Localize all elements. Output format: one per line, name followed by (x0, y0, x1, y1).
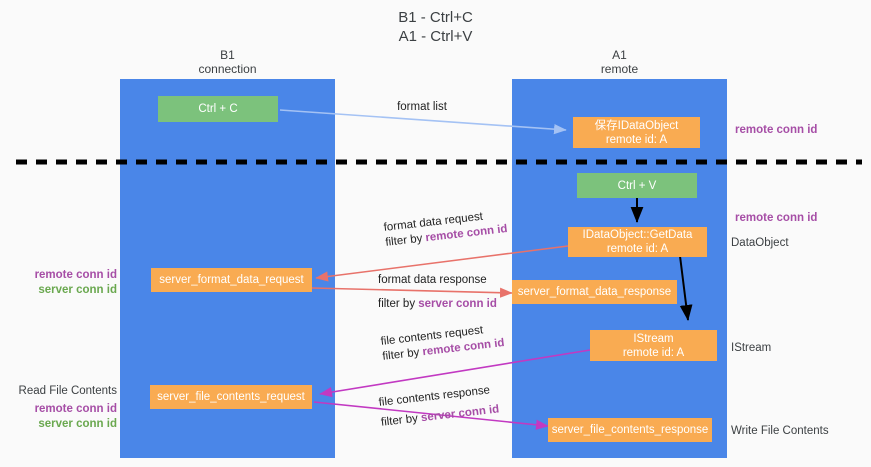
diagram-title: B1 - Ctrl+C A1 - Ctrl+V (0, 8, 871, 46)
title-line-2: A1 - Ctrl+V (398, 28, 473, 45)
node-save-idataobject-line2: remote id: A (605, 133, 668, 146)
node-idataobject-getdata[interactable]: IDataObject::GetData remote id: A (568, 227, 707, 257)
node-istream[interactable]: IStream remote id: A (590, 330, 717, 361)
flow-label-file-contents-response: file contents response filter by server … (378, 384, 500, 431)
flow-label-format-list: format list (362, 100, 482, 115)
flow-label-format-list-text: format list (397, 101, 447, 113)
flow-label-file-contents-request: file contents request filter by remote c… (380, 324, 505, 365)
node-server-format-data-response-label: server_format_data_response (517, 286, 672, 298)
node-server-file-contents-response-label: server_file_contents_response (551, 424, 709, 436)
flow-label-format-data-response-text: format data response (378, 274, 487, 286)
column-header-b1: B1 connection (120, 48, 335, 76)
node-server-format-data-response[interactable]: server_format_data_response (512, 280, 677, 304)
column-header-b1-role: connection (198, 62, 257, 76)
node-ctrl-v[interactable]: Ctrl + V (577, 173, 697, 198)
node-save-idataobject[interactable]: 保存IDataObject remote id: A (573, 117, 700, 148)
node-idataobject-getdata-line1: IDataObject::GetData (582, 229, 693, 241)
node-istream-line2: remote id: A (622, 346, 685, 359)
annotation-read-file-contents: Read File Contents (18, 385, 117, 397)
title-line-1: B1 - Ctrl+C (398, 9, 473, 26)
column-header-a1: A1 remote (512, 48, 727, 76)
column-header-b1-name: B1 (220, 48, 235, 62)
node-server-format-data-request-label: server_format_data_request (159, 274, 304, 286)
key-server-conn-id-2: server conn id (420, 403, 500, 425)
flow-label-format-data-response: format data response filter by server co… (378, 273, 497, 312)
node-server-file-contents-request[interactable]: server_file_contents_request (150, 385, 312, 409)
node-save-idataobject-line1: 保存IDataObject (594, 119, 679, 132)
node-ctrl-c[interactable]: Ctrl + C (158, 96, 278, 122)
annotation-left-remote-conn-id-2: remote conn id (34, 403, 117, 415)
node-ctrl-c-label: Ctrl + C (198, 103, 238, 115)
annotation-left-conn-ids: remote conn id server conn id (0, 268, 117, 298)
annotation-left-remote-conn-id: remote conn id (34, 269, 117, 281)
node-server-format-data-request[interactable]: server_format_data_request (151, 268, 312, 292)
annotation-remote-conn-id-mid: remote conn id (735, 212, 818, 224)
flow-label-format-data-response-filter: filter by server conn id (378, 298, 497, 310)
annotation-left-server-conn-id-2: server conn id (38, 418, 117, 430)
node-server-file-contents-request-label: server_file_contents_request (157, 391, 305, 403)
annotation-write-file-contents: Write File Contents (731, 425, 829, 437)
key-server-conn-id: server conn id (418, 298, 497, 310)
annotation-left-conn-ids-2: remote conn id server conn id (0, 402, 117, 432)
flow-label-format-data-request: format data request filter by remote con… (383, 211, 508, 251)
annotation-left-server-conn-id: server conn id (38, 284, 117, 296)
node-server-file-contents-response[interactable]: server_file_contents_response (548, 418, 712, 442)
annotation-remote-conn-id-top: remote conn id (735, 124, 818, 136)
annotation-dataobject: DataObject (731, 237, 789, 249)
node-ctrl-v-label: Ctrl + V (617, 179, 657, 192)
annotation-istream: IStream (731, 342, 772, 354)
column-header-a1-role: remote (600, 62, 639, 76)
node-idataobject-getdata-line2: remote id: A (606, 243, 669, 255)
node-istream-line1: IStream (633, 332, 674, 345)
column-header-a1-name: A1 (612, 48, 627, 62)
